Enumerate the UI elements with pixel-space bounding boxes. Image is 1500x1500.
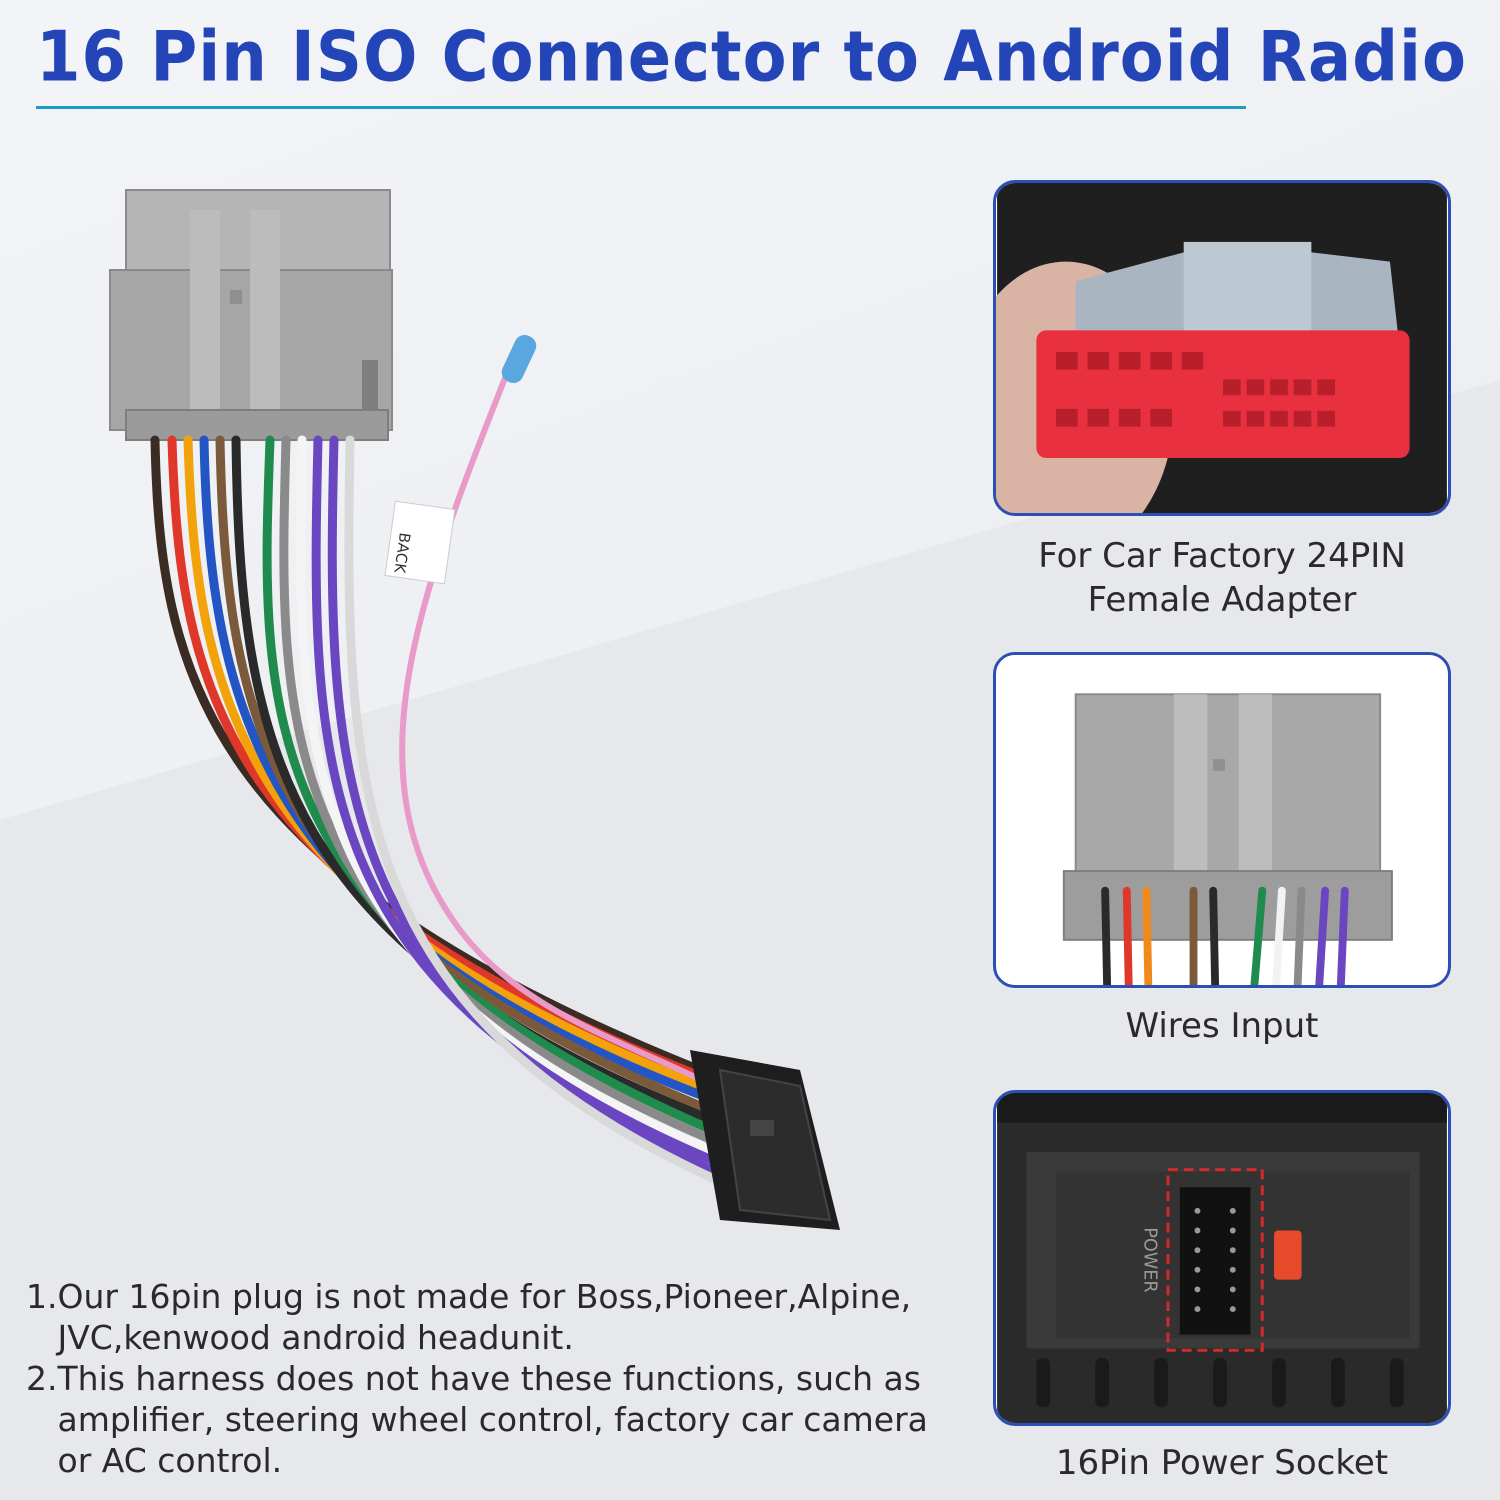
gray-24pin-connector	[109, 189, 393, 441]
caption-wires-input-line1: Wires Input	[1125, 1006, 1319, 1046]
sleeve-label	[384, 500, 456, 585]
panel-factory-adapter	[993, 180, 1451, 516]
caption-factory-adapter: For Car Factory 24PIN Female Adapter	[993, 534, 1451, 622]
title-underline	[36, 106, 1246, 109]
panel-wires-input	[993, 652, 1451, 988]
power-socket-image: POWER	[997, 1093, 1447, 1423]
caption-wires-input: Wires Input	[993, 1004, 1451, 1048]
note-number: 1.	[26, 1277, 58, 1316]
wire-harness-image: BACK	[109, 189, 840, 1230]
factory-adapter-image	[996, 183, 1447, 513]
compatibility-notes: 1. Our 16pin plug is not made for Boss,P…	[26, 1276, 966, 1481]
panel-power-socket: POWER	[993, 1090, 1451, 1426]
wire-bundle	[150, 337, 719, 1183]
fuse-icon	[1274, 1230, 1302, 1280]
wire-cap	[501, 334, 537, 384]
page-title: 16 Pin ISO Connector to Android Radio	[36, 18, 1467, 98]
note-number: 2.	[26, 1359, 58, 1398]
note-item: 2. This harness does not have these func…	[26, 1358, 966, 1481]
caption-power-socket-line1: 16Pin Power Socket	[1055, 1443, 1389, 1483]
wires-input-image	[997, 655, 1447, 985]
note-item: 1. Our 16pin plug is not made for Boss,P…	[26, 1276, 966, 1358]
note-text: This harness does not have these functio…	[57, 1359, 928, 1480]
caption-factory-adapter-line2: Female Adapter	[1087, 580, 1357, 620]
black-16pin-plug	[690, 1050, 840, 1230]
socket-power-label: POWER	[1139, 1227, 1159, 1292]
note-text: Our 16pin plug is not made for Boss,Pion…	[57, 1277, 912, 1357]
caption-power-socket: 16Pin Power Socket	[993, 1441, 1451, 1485]
sleeve-label-text: BACK	[390, 531, 414, 575]
caption-factory-adapter-line1: For Car Factory 24PIN	[1038, 536, 1406, 576]
